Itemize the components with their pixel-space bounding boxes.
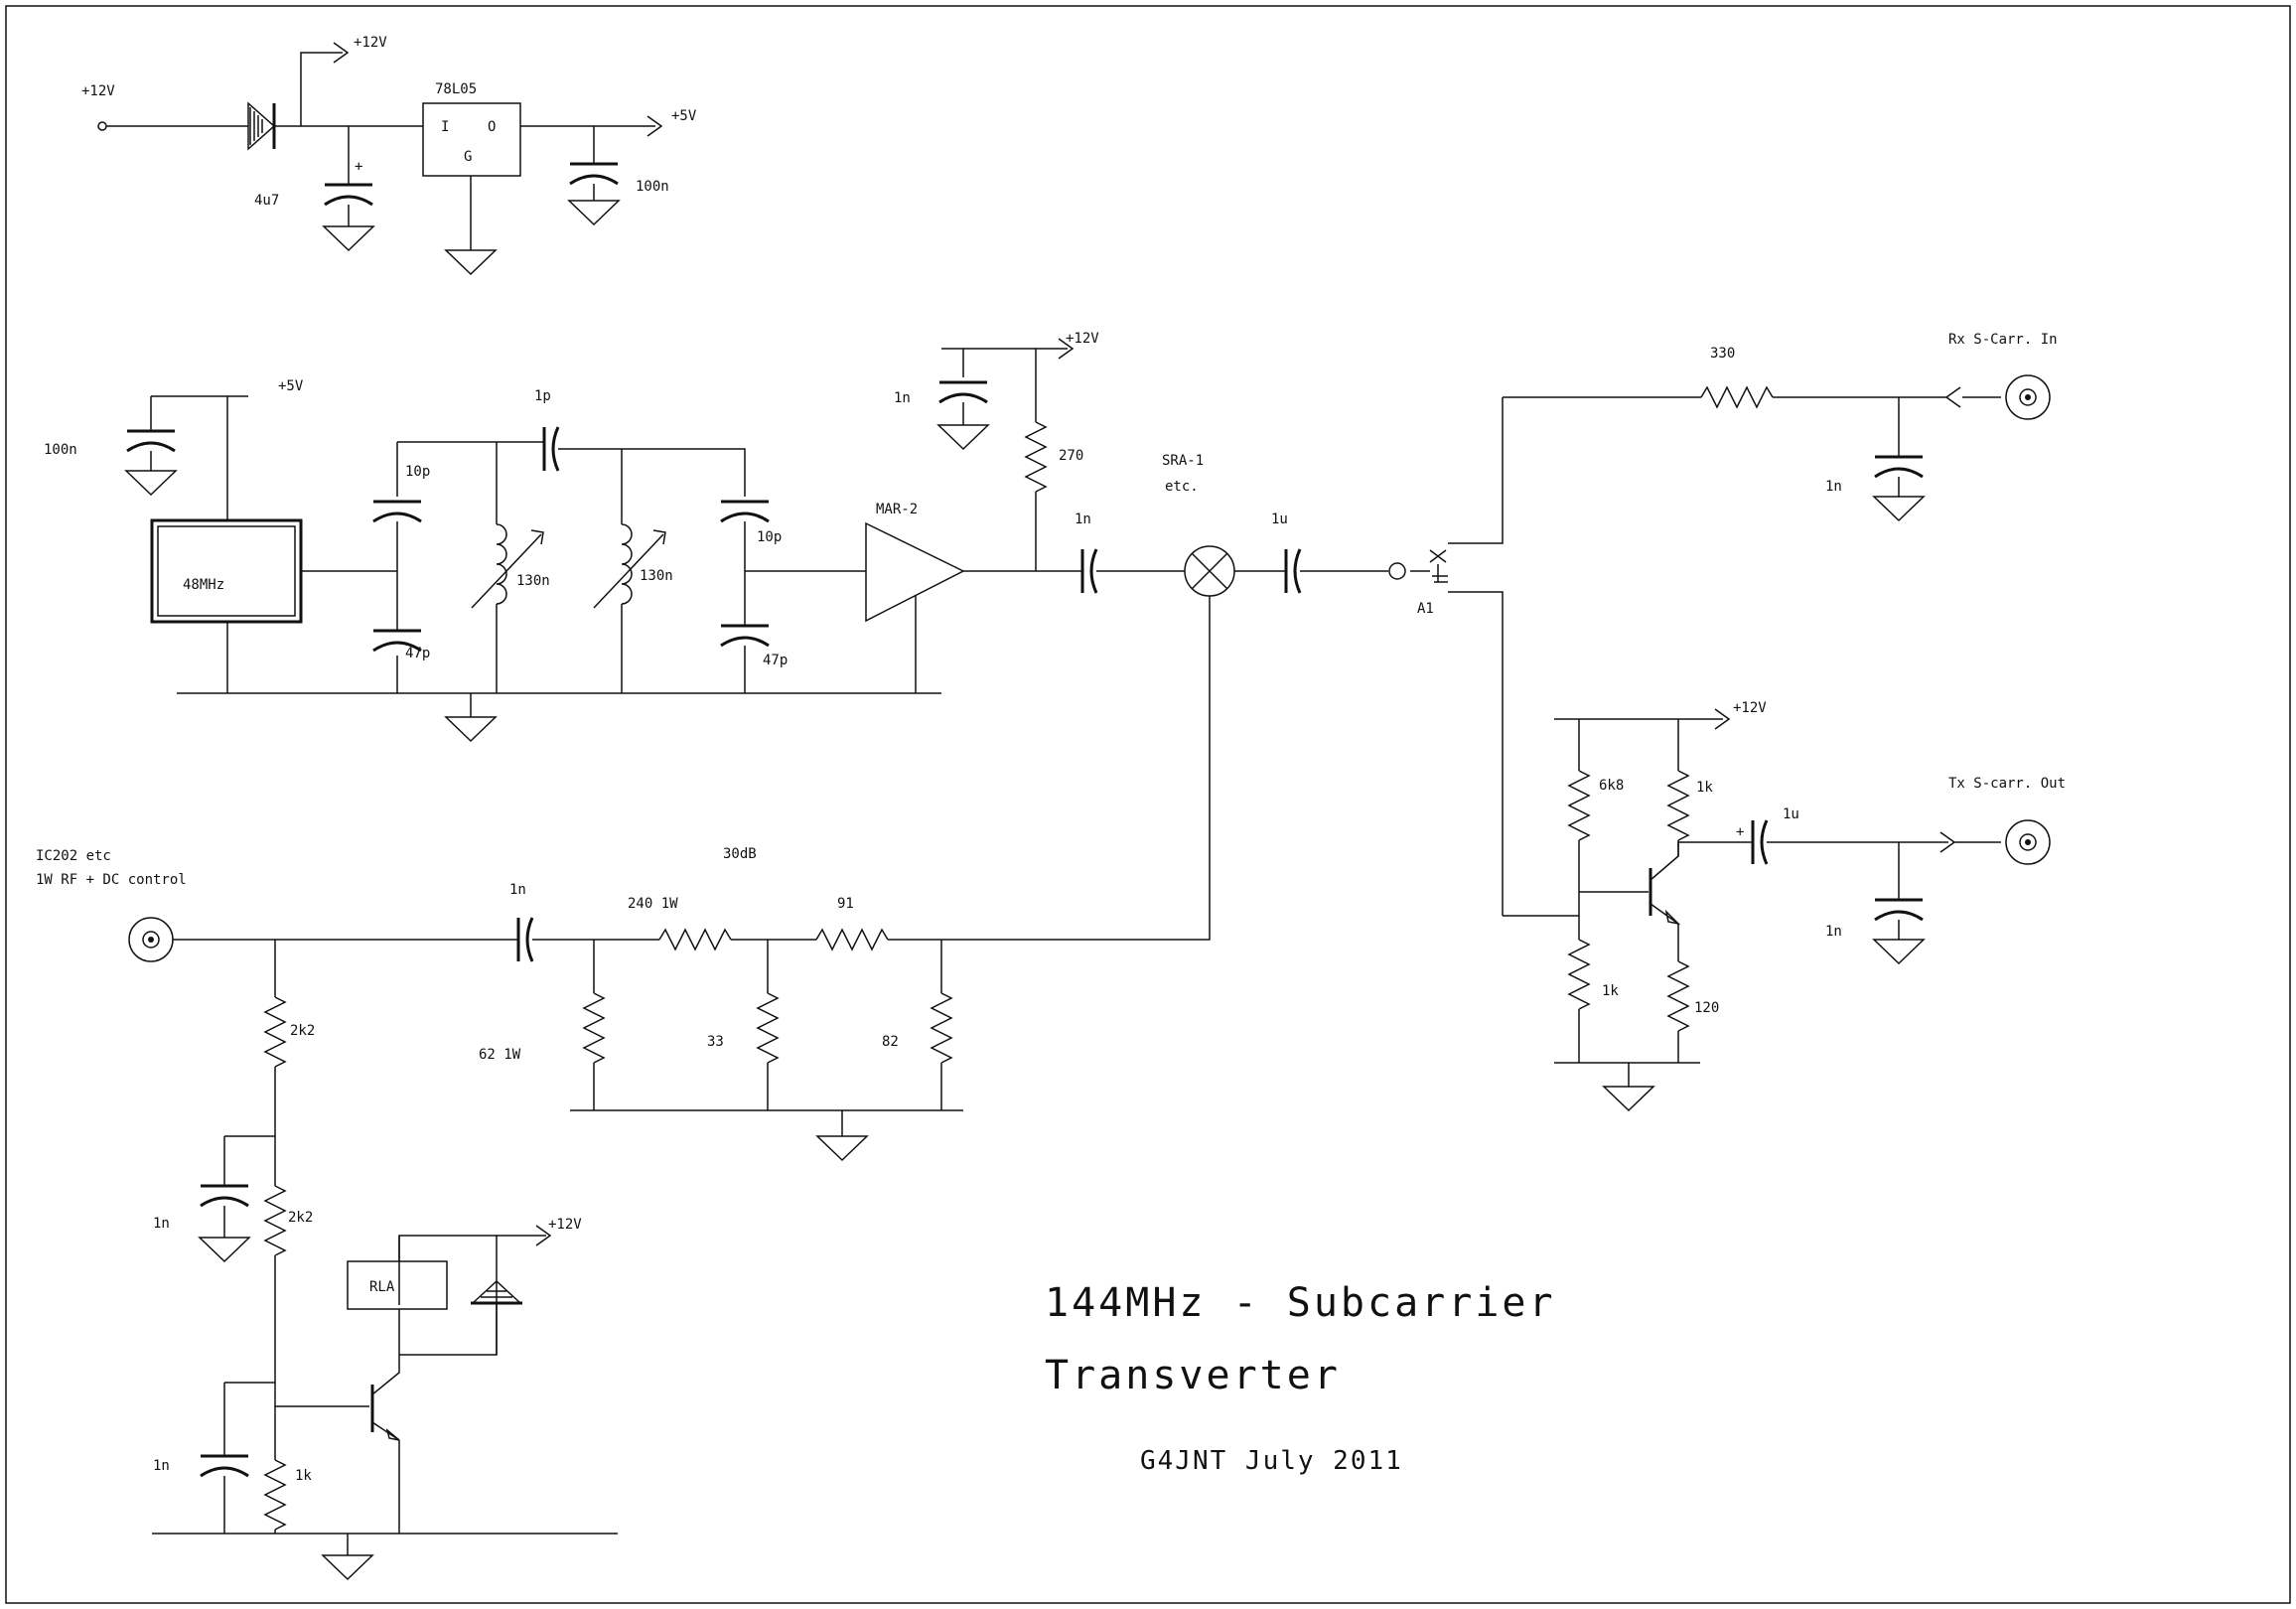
dc-c1-value: 1n <box>153 1216 170 1232</box>
dc-r2-value: 2k2 <box>288 1210 313 1226</box>
rx-capacitor-value: 1n <box>1825 479 1842 495</box>
supply-input-label: +12V <box>81 83 115 99</box>
attenuator-coupling-value: 1n <box>509 882 526 898</box>
ground-icon <box>1873 939 1925 964</box>
regulator-name: 78L05 <box>435 81 477 97</box>
ground-icon <box>199 1237 250 1262</box>
rx-resistor-value: 330 <box>1710 346 1735 362</box>
crystal-oscillator-48mhz <box>150 518 303 624</box>
oscillator-section: +5V 100n 48MHz 10p 47p 130n 1p <box>44 378 941 742</box>
osc-l1-value: 130n <box>516 573 550 589</box>
ground-icon <box>568 200 620 225</box>
dc-c2-value: 1n <box>153 1458 170 1474</box>
attenuator-r-series-2: 91 <box>837 896 854 912</box>
title-block: 144MHz - Subcarrier Transverter G4JNT Ju… <box>1045 1280 1556 1476</box>
osc-c1-value: 10p <box>405 464 430 480</box>
tx-supply-label: +12V <box>1733 700 1767 716</box>
osc-supply-label: +5V <box>278 378 304 394</box>
crystal-label: 48MHz <box>183 577 224 593</box>
inductor-l2 <box>593 523 666 609</box>
relay-coil <box>347 1260 448 1310</box>
osc-coupling-value: 1p <box>534 388 551 404</box>
tx-capacitor-value: 1n <box>1825 924 1842 940</box>
regulator-in-pin: I <box>441 119 449 135</box>
ground-icon <box>323 225 374 251</box>
tx-r-emitter-value: 120 <box>1694 1000 1719 1016</box>
regulator-out-pin: O <box>488 119 496 135</box>
attenuator-r-shunt-1: 62 1W <box>479 1047 521 1063</box>
mixer-name: SRA-1 <box>1162 453 1204 469</box>
ground-icon <box>1603 1086 1654 1111</box>
ground-icon <box>816 1135 868 1161</box>
amplifier-coupling-value: 1n <box>1075 512 1091 527</box>
input-cap-value: 4u7 <box>254 193 279 209</box>
rx-connector-label: Rx S-Carr. In <box>1948 332 2058 348</box>
relay-driver-transistor <box>370 1355 400 1441</box>
relay-contact-label: A1 <box>1417 601 1434 617</box>
mixer-section: SRA-1 etc. 1u A1 <box>941 397 1504 941</box>
tx-path: +12V 6k8 1k 1k 120 + 1u <box>1503 700 2066 1111</box>
osc-c2-value: 47p <box>405 646 430 661</box>
rf-input-connector-icon <box>128 917 174 962</box>
dc-switch-section: 2k2 1n 2k2 1n 1k RLA + <box>152 940 618 1580</box>
attenuator-r-series-1: 240 1W <box>628 896 678 912</box>
osc-l2-value: 130n <box>640 568 673 584</box>
mixer-sra1 <box>1184 545 1235 597</box>
ground-icon <box>322 1554 373 1580</box>
ground-icon <box>125 470 177 496</box>
dc-r3-value: 1k <box>295 1468 312 1484</box>
attenuator-input-label-2: 1W RF + DC control <box>36 872 187 888</box>
supply-input-terminal <box>97 121 107 131</box>
regulator-gnd-pin: G <box>464 149 472 165</box>
ground-icon <box>445 716 497 742</box>
rx-path: 330 Rx S-Carr. In 1n <box>1503 332 2058 521</box>
supply-output-label: +5V <box>671 108 697 124</box>
osc-c4-value: 47p <box>763 653 788 668</box>
dc-r1-value: 2k2 <box>290 1023 315 1039</box>
output-cap-value: 100n <box>636 179 669 195</box>
tx-connector-icon <box>2005 819 2051 865</box>
input-cap-plus: + <box>355 159 362 175</box>
title-credit: G4JNT July 2011 <box>1140 1446 1403 1476</box>
amplifier-decoupling-value: 1n <box>894 390 911 406</box>
inductor-l1 <box>471 523 544 609</box>
tx-connector-label: Tx S-carr. Out <box>1948 776 2066 792</box>
rx-connector-icon <box>2005 374 2051 420</box>
diode-out-label: +12V <box>354 35 387 51</box>
relay-label: RLA <box>369 1279 395 1295</box>
mixer-out-coupling-value: 1u <box>1271 512 1288 527</box>
relay-supply-label: +12V <box>548 1217 582 1233</box>
relay-contact-a1 <box>1410 549 1448 583</box>
protection-diode <box>247 101 276 151</box>
sheet-border <box>5 5 2291 1604</box>
tx-r-top-value: 6k8 <box>1599 778 1624 794</box>
attenuator-r-shunt-3: 82 <box>882 1034 899 1050</box>
amplifier-mar2 <box>865 521 965 623</box>
tx-r-bottom-value: 1k <box>1602 983 1619 999</box>
title-line-2: Transverter <box>1045 1353 1341 1398</box>
ground-icon <box>1873 496 1925 521</box>
attenuator-r-shunt-2: 33 <box>707 1034 724 1050</box>
ground-icon <box>937 424 989 450</box>
mixer-note: etc. <box>1165 479 1199 495</box>
amplifier-name: MAR-2 <box>876 502 918 517</box>
osc-c3-value: 10p <box>757 529 782 545</box>
attenuator-input-label-1: IC202 etc <box>36 848 111 864</box>
attenuator-section: IC202 etc 1W RF + DC control 1n 30dB 240… <box>36 846 963 1161</box>
tx-r-collector-value: 1k <box>1696 780 1713 796</box>
ground-icon <box>445 249 497 275</box>
power-supply: +12V +12V + 4u7 78L05 I O G +5V 100n <box>81 35 697 275</box>
amplifier-supply-label: +12V <box>1066 331 1099 347</box>
relay-contact-common <box>1388 562 1406 580</box>
amplifier-section: MAR-2 270 +12V 1n 1n <box>865 331 1099 693</box>
attenuator-label: 30dB <box>723 846 757 862</box>
tx-coupling-value: 1u <box>1783 806 1799 822</box>
amplifier-bias-value: 270 <box>1059 448 1083 464</box>
osc-decoupling-value: 100n <box>44 442 77 458</box>
title-line-1: 144MHz - Subcarrier <box>1045 1280 1556 1326</box>
regulator-78l05 <box>422 102 521 177</box>
tx-cap-plus: + <box>1736 824 1744 840</box>
tx-transistor <box>1649 842 1681 926</box>
